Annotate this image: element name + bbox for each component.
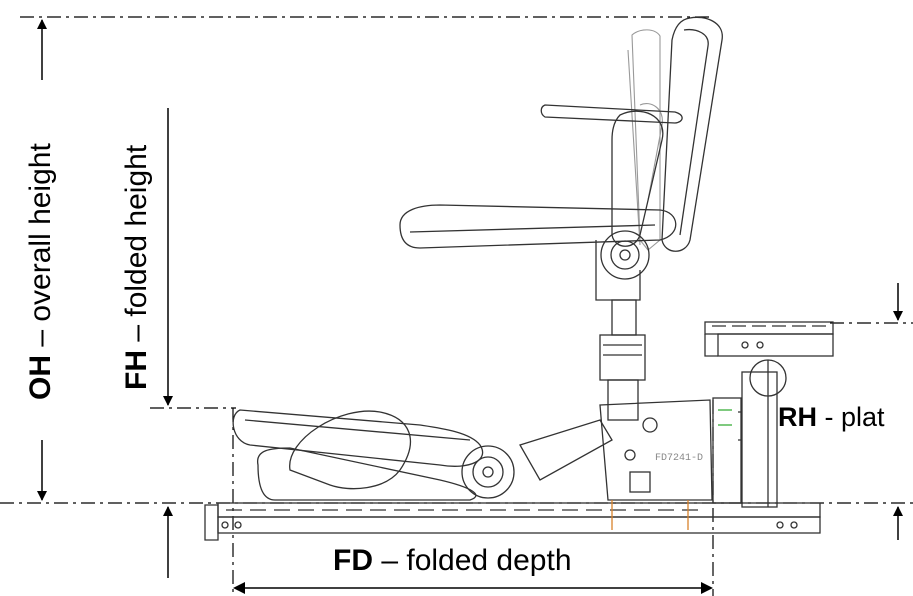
oh-label: OH – overall height: [24, 143, 57, 400]
platform-rail: [704, 321, 834, 357]
fd-abbr: FD: [333, 544, 373, 577]
rh-abbr: RH: [778, 402, 817, 432]
fh-abbr: FH: [120, 350, 153, 390]
dimension-arrows: [37, 19, 903, 594]
side-bracket: [712, 397, 742, 504]
fh-label: FH – folded height: [120, 144, 153, 390]
backrest: [661, 16, 723, 252]
pivot-knob: [600, 230, 650, 280]
raised-seat: [399, 16, 723, 421]
rh-label: RH - plat: [778, 404, 885, 431]
column-upper: [611, 299, 637, 336]
drawing-code: FD7241-D: [655, 453, 703, 464]
rh-text: - plat: [817, 402, 885, 432]
oh-abbr: OH: [24, 355, 57, 400]
oh-text: – overall height: [24, 143, 57, 355]
armrest: [540, 104, 683, 124]
folded-seat: [232, 397, 742, 504]
fd-text: – folded depth: [373, 544, 572, 577]
folded-armrest-loop: [289, 410, 411, 490]
base-rail: [204, 500, 821, 541]
platform-post: [741, 359, 787, 508]
seat-cushion: [399, 204, 677, 249]
column-lower: [607, 379, 639, 421]
raised-seat-ghost: [627, 29, 663, 251]
folded-pivot-knob: [461, 445, 515, 499]
folded-backrest: [257, 447, 477, 501]
fd-label: FD – folded depth: [333, 546, 572, 576]
column-mid: [599, 334, 646, 381]
fh-text: – folded height: [120, 144, 153, 350]
